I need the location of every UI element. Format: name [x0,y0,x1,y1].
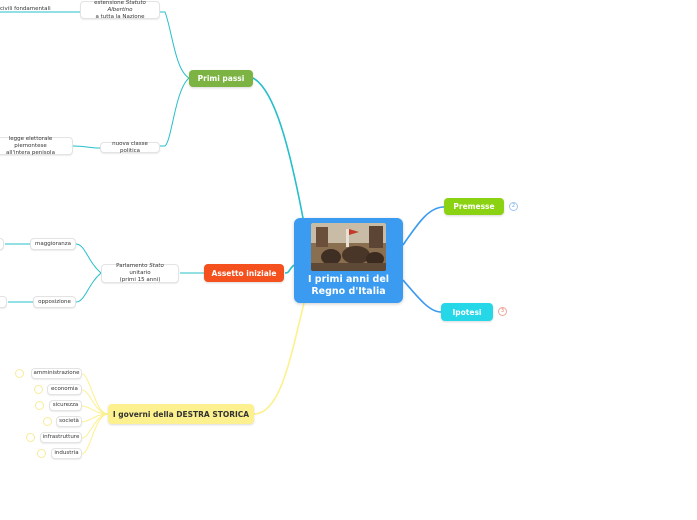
node-legge-elettorale[interactable]: legge elettorale piemontese all'intera p… [0,136,73,156]
statuto-em: Statuto Albertino [107,0,146,13]
root-title: I primi anni del Regno d'Italia [307,274,390,297]
link-root-primi-passi [252,77,304,219]
node-estensione-statuto[interactable]: estensione Statuto Albertino a tutta la … [80,0,160,20]
node-civili-fondamentali[interactable]: civili fondamentali [0,6,51,12]
link-root-governi [253,302,305,415]
branch-assetto-iniziale[interactable]: Assetto iniziale [204,264,284,282]
link-root-ipotesi [402,279,442,313]
branch-assetto-label: Assetto iniziale [211,268,277,278]
branch-premesse[interactable]: Premesse [444,198,504,215]
branch-ipotesi-label: Ipotesi [452,307,482,317]
statuto-pre: estensione [94,0,126,6]
node-nuova-classe-politica[interactable]: nuova classe politica [100,141,160,154]
node-economia[interactable]: economia [47,384,82,395]
branch-primi-passi[interactable]: Primi passi [189,70,253,87]
premesse-count-badge[interactable]: 2 [509,202,518,211]
link-root-assetto [284,264,295,274]
branch-governi-label: I governi della DESTRA STORICA [112,409,250,419]
painting-icon [311,223,386,271]
node-maggioranza[interactable]: maggioranza [30,238,76,250]
branch-governi-destra[interactable]: I governi della DESTRA STORICA [108,404,254,424]
branch-ipotesi[interactable]: Ipotesi [441,303,493,321]
node-societa[interactable]: società [56,416,82,427]
economia-badge[interactable] [34,385,43,394]
node-opposizione-child[interactable] [0,296,7,308]
node-industria[interactable]: industria [51,448,82,459]
ipotesi-count-badge[interactable]: 3 [498,307,507,316]
societa-badge[interactable] [43,417,52,426]
industria-badge[interactable] [37,449,46,458]
amministrazione-badge[interactable] [15,369,24,378]
sicurezza-badge[interactable] [35,401,44,410]
statuto-post: a tutta la Nazione [95,13,145,20]
node-amministrazione[interactable]: amministrazione [31,368,82,379]
link-root-premesse [402,206,445,246]
node-infrastrutture[interactable]: infrastrutture [40,432,82,443]
branch-premesse-label: Premesse [453,202,495,211]
root-node[interactable]: I primi anni del Regno d'Italia [294,218,403,303]
branch-primi-passi-label: Primi passi [197,74,245,83]
node-opposizione[interactable]: opposizione [33,296,76,308]
infrastrutture-badge[interactable] [26,433,35,442]
node-sicurezza[interactable]: sicurezza [49,400,82,411]
node-parlamento[interactable]: Parlamento Stato unitario (primi 15 anni… [101,263,179,283]
